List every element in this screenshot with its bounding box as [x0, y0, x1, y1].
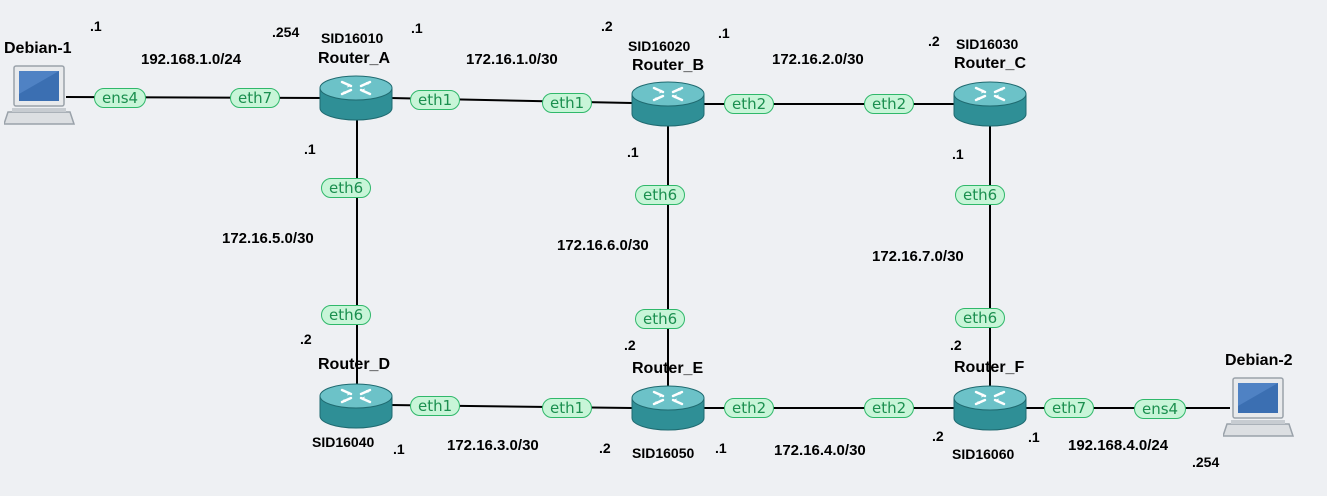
router-f-sid: SID16060 [952, 446, 1015, 462]
router-d-label: Router_D [318, 356, 391, 373]
ip-router-a-ad: .1 [304, 141, 316, 157]
port-debian1-ens4[interactable]: ens4 [94, 88, 147, 108]
network-label-ad: 172.16.5.0/30 [222, 230, 314, 247]
ip-router-c-bc: .2 [928, 33, 940, 49]
ip-router-f-lan: .1 [1028, 429, 1040, 445]
router-b-sid: SID16020 [628, 38, 691, 54]
port-router-c-eth2[interactable]: eth2 [864, 94, 915, 114]
port-router-f-eth6[interactable]: eth6 [955, 308, 1006, 328]
network-label-ab: 172.16.1.0/30 [466, 51, 558, 68]
network-label-ef: 172.16.4.0/30 [774, 442, 866, 459]
network-label-bc: 172.16.2.0/30 [772, 51, 864, 68]
router-icon [953, 385, 1027, 431]
port-router-d-eth6[interactable]: eth6 [321, 305, 372, 325]
ip-router-b-be: .1 [627, 144, 639, 160]
router-d-sid: SID16040 [312, 434, 375, 450]
router-icon [631, 385, 705, 431]
router-d-node[interactable] [318, 382, 394, 432]
router-e-label: Router_E [632, 360, 704, 377]
network-label-de: 172.16.3.0/30 [447, 437, 539, 454]
router-a-node[interactable] [318, 74, 394, 124]
port-debian2-ens4[interactable]: ens4 [1134, 399, 1187, 419]
port-router-e-eth1[interactable]: eth1 [542, 398, 593, 418]
ip-router-a-ab: .1 [411, 20, 423, 36]
router-f-label: Router_F [954, 359, 1025, 376]
port-router-c-eth6[interactable]: eth6 [955, 185, 1006, 205]
ip-router-b-ab: .2 [601, 18, 613, 34]
router-c-node[interactable] [952, 80, 1028, 130]
ip-debian1: .1 [90, 18, 102, 34]
port-router-b-eth1[interactable]: eth1 [542, 93, 593, 113]
ip-debian2: .254 [1192, 454, 1220, 470]
debian2-node[interactable] [1221, 376, 1295, 440]
router-icon [953, 81, 1027, 127]
ip-router-d-ad: .2 [300, 331, 312, 347]
port-router-f-eth2[interactable]: eth2 [864, 398, 915, 418]
port-router-b-eth2[interactable]: eth2 [724, 94, 775, 114]
port-router-b-eth6[interactable]: eth6 [635, 185, 686, 205]
ip-router-c-cf: .1 [952, 146, 964, 162]
router-icon [631, 81, 705, 127]
ip-router-e-de: .2 [599, 440, 611, 456]
ip-router-e-be: .2 [624, 337, 636, 353]
port-router-e-eth6[interactable]: eth6 [635, 309, 686, 329]
network-label-lan4: 192.168.4.0/24 [1068, 437, 1169, 454]
router-icon [319, 75, 393, 121]
laptop-icon [1221, 377, 1295, 437]
laptop-icon [2, 65, 76, 125]
port-router-a-eth1[interactable]: eth1 [410, 90, 461, 110]
router-b-label: Router_B [632, 57, 705, 74]
ip-router-a-lan: .254 [272, 24, 300, 40]
port-router-a-eth6[interactable]: eth6 [321, 178, 372, 198]
router-c-sid: SID16030 [956, 36, 1019, 52]
router-c-label: Router_C [954, 55, 1027, 72]
port-router-d-eth1[interactable]: eth1 [410, 396, 461, 416]
ip-router-b-bc: .1 [718, 25, 730, 41]
ip-router-e-ef: .1 [715, 440, 727, 456]
network-label-cf: 172.16.7.0/30 [872, 248, 964, 265]
router-a-sid: SID16010 [321, 30, 384, 46]
network-label-be: 172.16.6.0/30 [557, 237, 649, 254]
port-router-f-eth7[interactable]: eth7 [1044, 398, 1095, 418]
debian1-node[interactable] [2, 64, 76, 128]
debian2-label: Debian-2 [1225, 352, 1293, 369]
router-a-label: Router_A [318, 50, 391, 67]
ip-router-f-ef: .2 [932, 428, 944, 444]
ip-router-d-de: .1 [393, 441, 405, 457]
port-router-e-eth2[interactable]: eth2 [724, 398, 775, 418]
router-e-sid: SID16050 [632, 445, 695, 461]
router-b-node[interactable] [630, 80, 706, 130]
network-label-lan1: 192.168.1.0/24 [141, 51, 242, 68]
router-icon [319, 383, 393, 429]
port-router-a-eth7[interactable]: eth7 [230, 88, 281, 108]
ip-router-f-cf: .2 [950, 337, 962, 353]
router-f-node[interactable] [952, 384, 1028, 434]
debian1-label: Debian-1 [4, 40, 72, 57]
router-e-node[interactable] [630, 384, 706, 434]
